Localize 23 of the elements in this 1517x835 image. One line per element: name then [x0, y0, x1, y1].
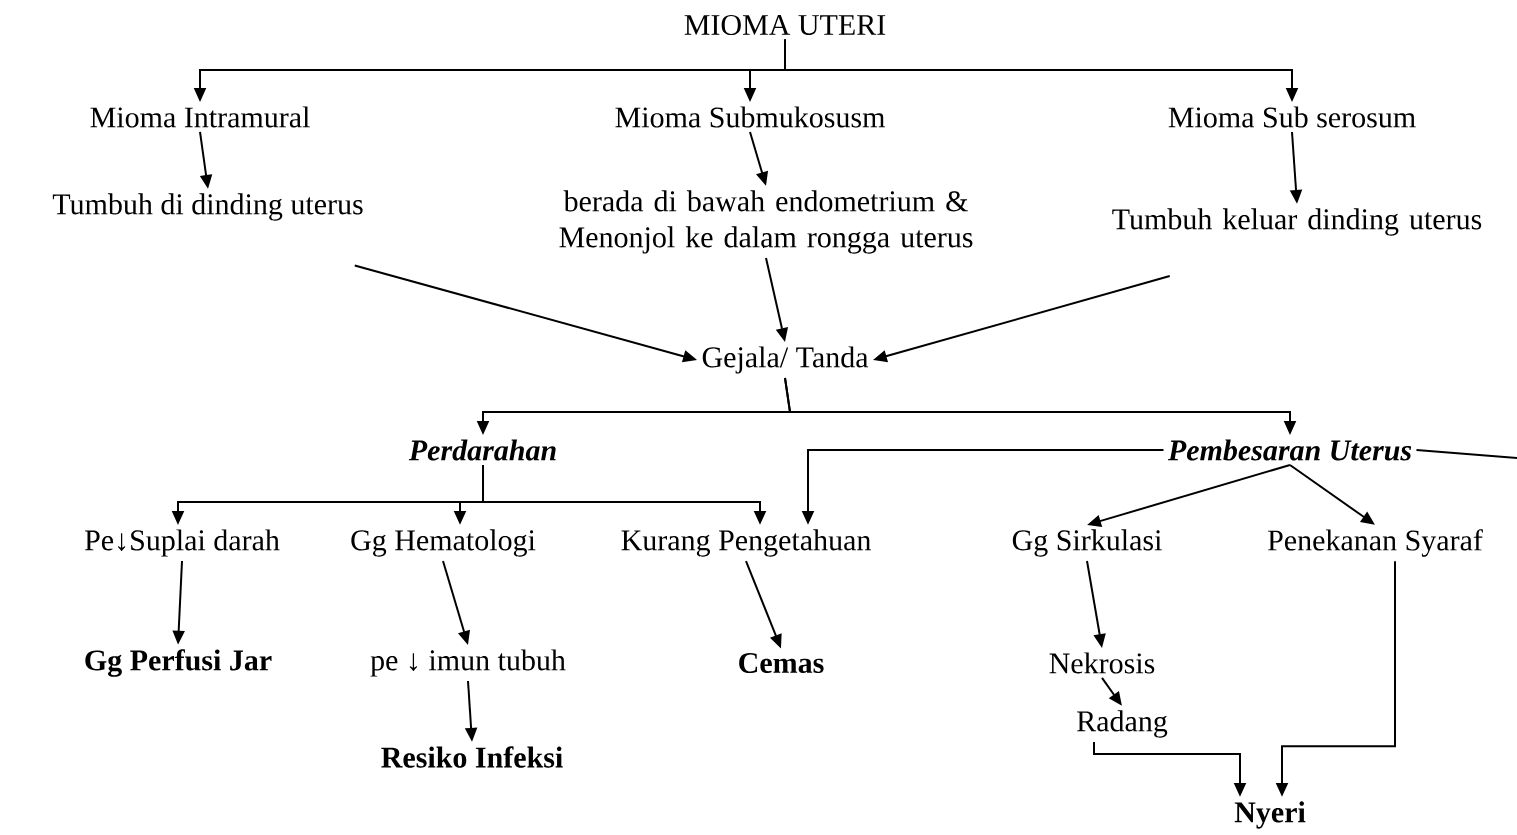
node-text: Nyeri: [1234, 801, 1306, 829]
node-text: Mioma Intramural: [90, 106, 310, 128]
node-text: Pembesaran Uterus: [1167, 439, 1412, 461]
heading-text: MIOMA UTERI: [684, 14, 886, 36]
node-text: Mioma Sub serosum: [1168, 106, 1416, 128]
node-text: Gg Hematologi: [351, 529, 536, 557]
node-text: Tumbuh keluar dinding uterus: [1112, 208, 1482, 236]
node-text: pe ↓ imun tubuh: [370, 649, 566, 677]
node-text: Gejala/ Tanda: [702, 346, 869, 374]
node-text: Radang: [1077, 710, 1168, 738]
node-text: Mioma Submukosusm: [615, 106, 885, 128]
connector-line: [1415, 449, 1517, 459]
node-text: Gg Perfusi Jar: [85, 649, 272, 677]
node-text: Penekanan Syaraf: [1268, 529, 1483, 557]
node-text: Resiko Infeksi: [381, 746, 563, 768]
node-text: Pe↓Suplai darah: [85, 529, 280, 557]
node-text: Tumbuh di dinding uterus: [52, 193, 363, 221]
node-text: Perdarahan: [408, 439, 556, 461]
node-text: berada di bawah endometrium & Menonjol ke dalam rongga uterus: [559, 190, 973, 254]
node-text: Nekrosis: [1049, 652, 1155, 674]
node-text: Gg Sirkulasi: [1012, 529, 1162, 557]
node-text: Cemas: [739, 652, 824, 674]
node-text: Kurang Pengetahuan: [621, 529, 871, 557]
